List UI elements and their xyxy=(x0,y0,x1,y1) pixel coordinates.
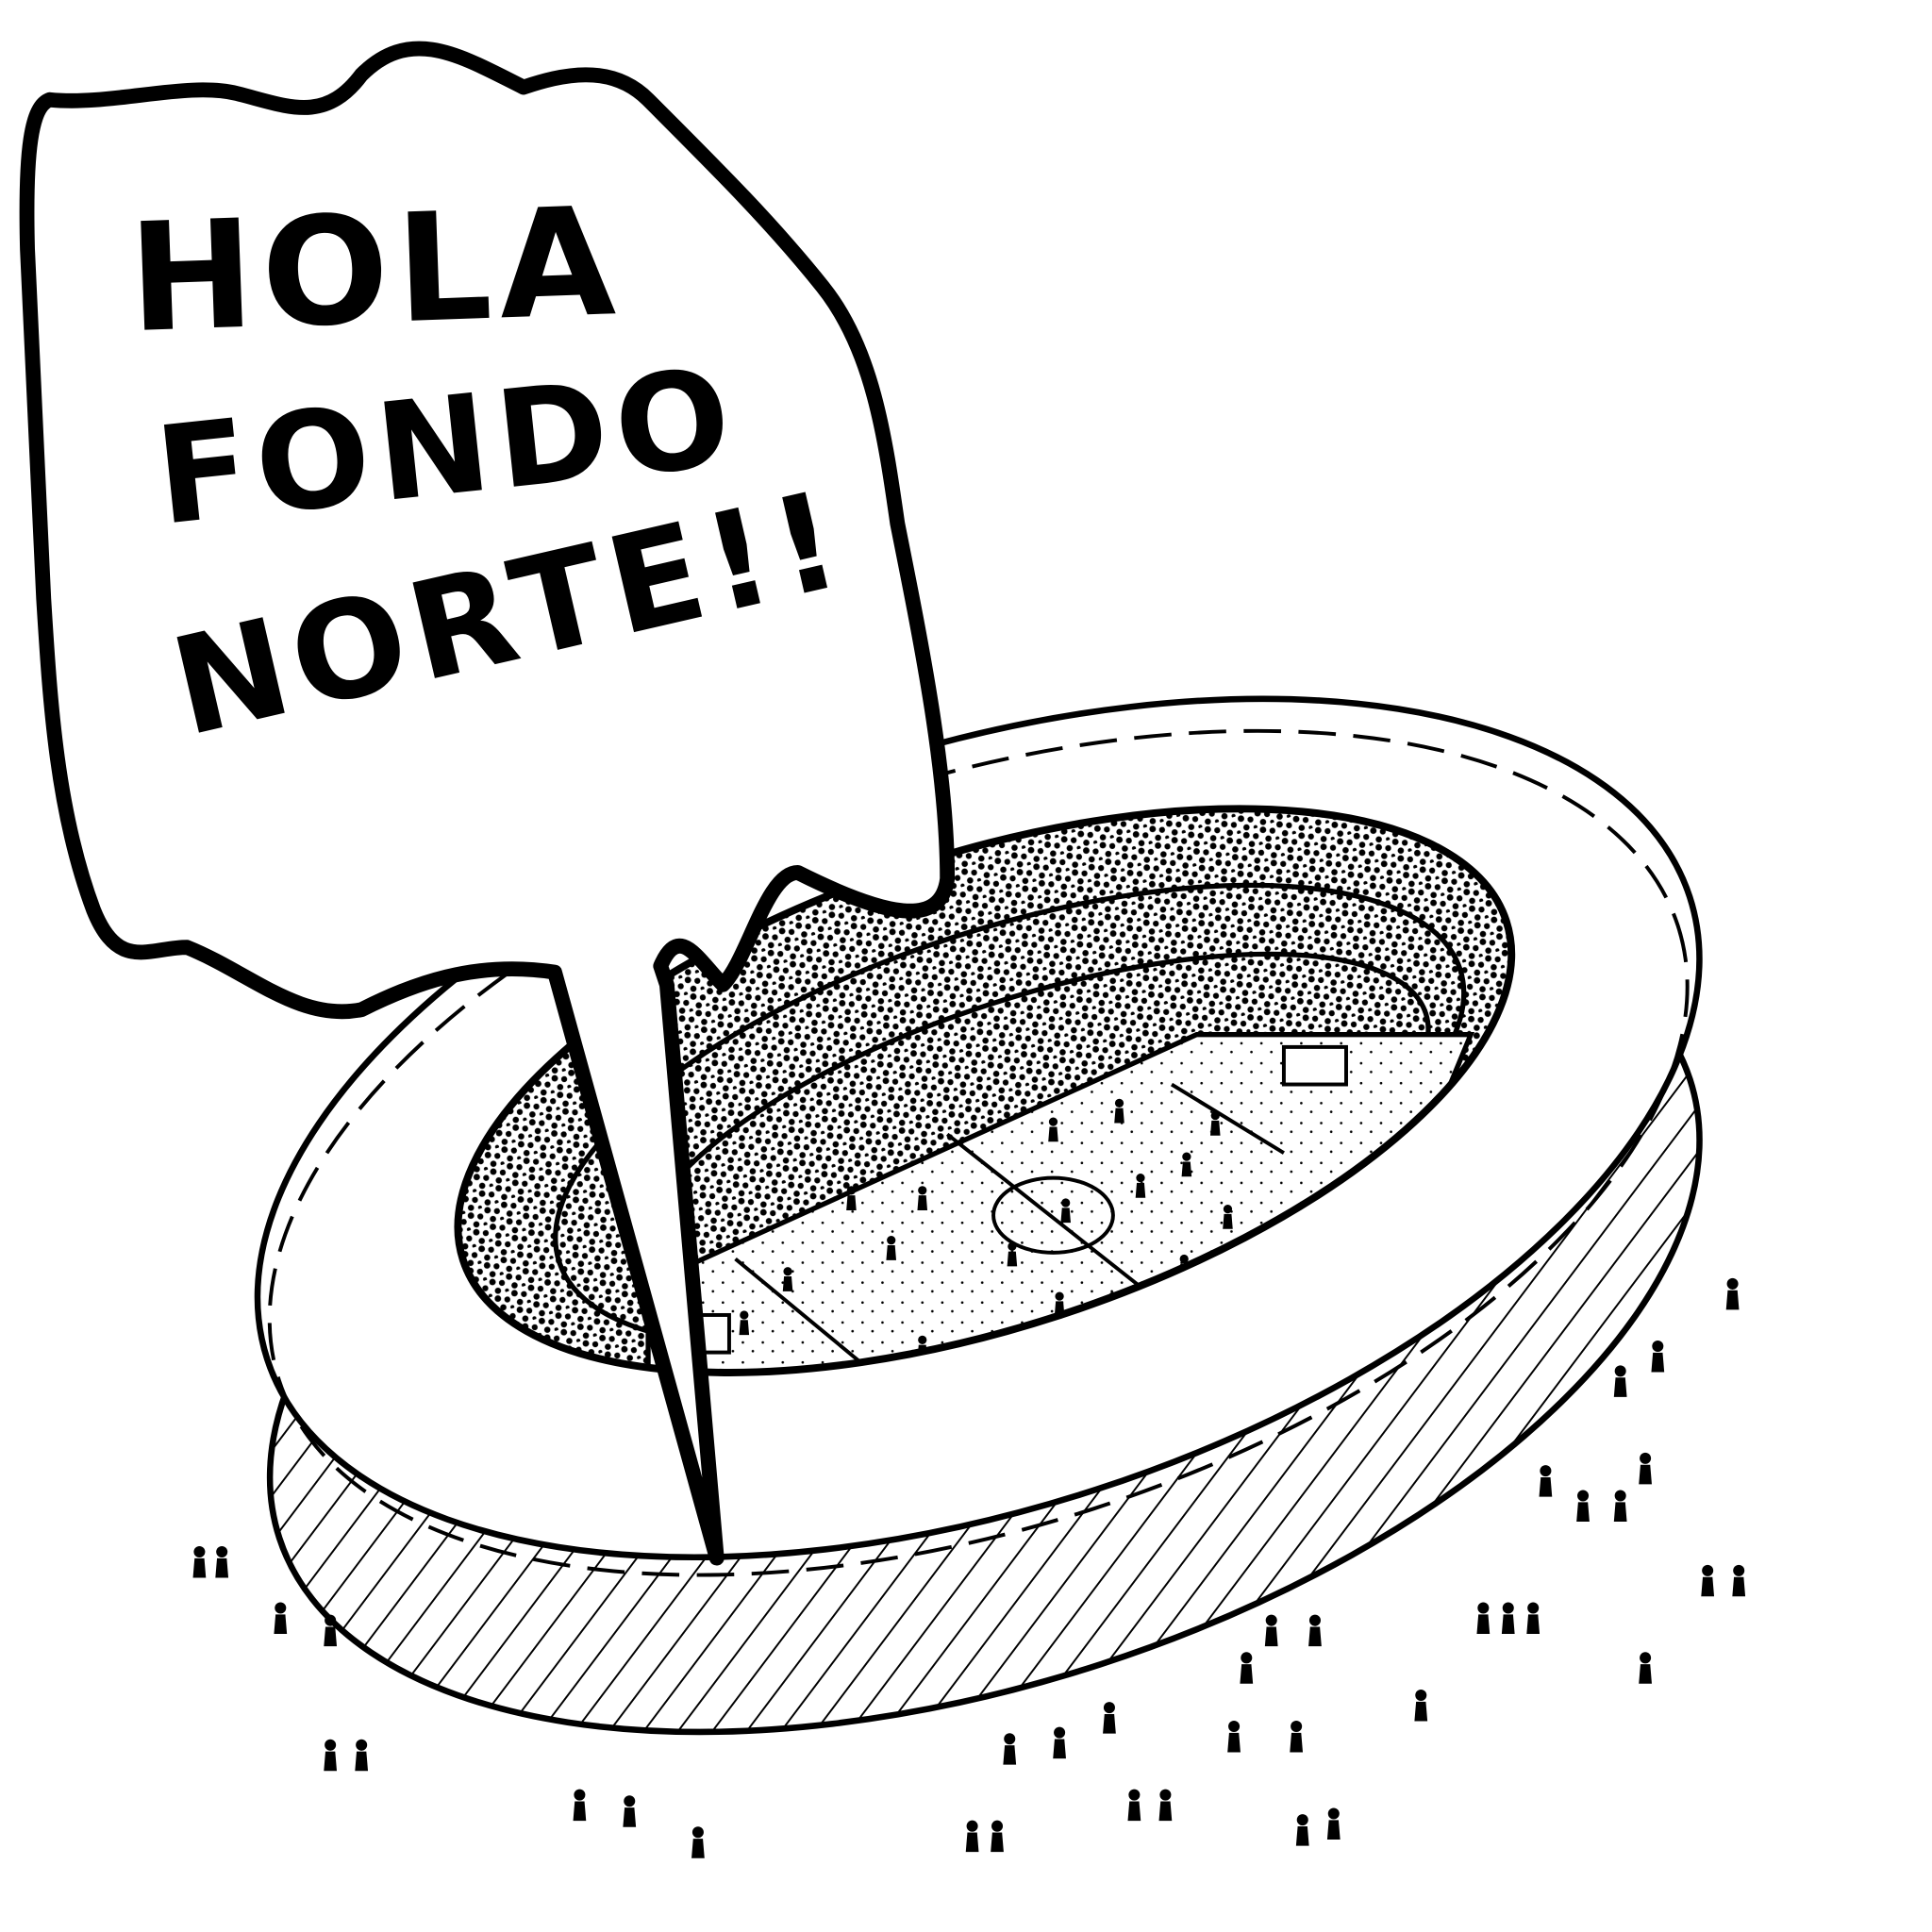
fan-figure xyxy=(1053,1726,1066,1759)
penalty-line xyxy=(1170,1082,1285,1155)
fan-figure xyxy=(215,1545,229,1578)
fan-figure xyxy=(1003,1733,1017,1765)
player-figure xyxy=(1209,1110,1221,1136)
fan-figure xyxy=(1613,1365,1627,1397)
player-figure xyxy=(846,1186,857,1210)
fan-figure xyxy=(1651,1340,1665,1373)
fan-figure xyxy=(1476,1602,1491,1634)
fan-figure xyxy=(691,1826,705,1858)
fan-figure xyxy=(1576,1490,1590,1523)
goal xyxy=(1281,1044,1348,1087)
fan-figure xyxy=(1227,1720,1241,1753)
fan-figure xyxy=(1264,1614,1278,1647)
player-figure xyxy=(886,1236,897,1260)
player-figure xyxy=(1181,1152,1192,1177)
fan-figure xyxy=(1240,1652,1254,1684)
fan-figure xyxy=(1539,1465,1553,1497)
fan-figure xyxy=(355,1739,369,1772)
fan-figure xyxy=(1414,1689,1428,1722)
fan-figure xyxy=(1290,1720,1304,1753)
centre-circle xyxy=(991,1175,1115,1255)
player-figure xyxy=(1114,1098,1124,1124)
fan-figure xyxy=(1158,1789,1173,1822)
fan-figure xyxy=(1308,1614,1322,1647)
player-figure xyxy=(739,1310,750,1336)
fan-figure xyxy=(1701,1564,1715,1597)
fan-figure xyxy=(1295,1814,1309,1846)
fan-figure xyxy=(1127,1789,1141,1822)
fan-figure xyxy=(192,1545,207,1578)
outside-crowd xyxy=(192,1277,1746,1858)
fan-figure xyxy=(965,1820,979,1853)
fan-figure xyxy=(1613,1490,1627,1523)
fan-figure xyxy=(1639,1652,1652,1684)
fan-figure xyxy=(991,1820,1004,1853)
player-figure xyxy=(1135,1173,1146,1198)
player-figure xyxy=(782,1267,793,1291)
fan-figure xyxy=(1501,1602,1515,1634)
fan-figure xyxy=(1103,1702,1116,1734)
speech-bubble-outline xyxy=(19,41,956,1566)
fan-figure xyxy=(1725,1277,1740,1310)
player-figure xyxy=(917,1186,928,1210)
fan-figure xyxy=(1732,1564,1746,1597)
fan-figure xyxy=(1326,1807,1341,1840)
fan-figure xyxy=(274,1602,288,1634)
fan-figure xyxy=(324,1739,338,1772)
fan-figure xyxy=(1639,1452,1652,1485)
player-figure xyxy=(1048,1117,1058,1142)
player-figure xyxy=(1007,1241,1018,1267)
player-figure xyxy=(1223,1205,1233,1229)
penalty-line xyxy=(734,1257,880,1379)
fan-figure xyxy=(623,1795,637,1827)
speech-bubble: HOLA FONDO NORTE!! xyxy=(19,41,956,1566)
speech-bubble-line-1: HOLA xyxy=(126,175,625,366)
fan-figure xyxy=(573,1789,587,1822)
stadium-roof-edge xyxy=(267,728,1690,1577)
fan-figure xyxy=(1526,1602,1541,1634)
player-figure xyxy=(1060,1198,1071,1224)
